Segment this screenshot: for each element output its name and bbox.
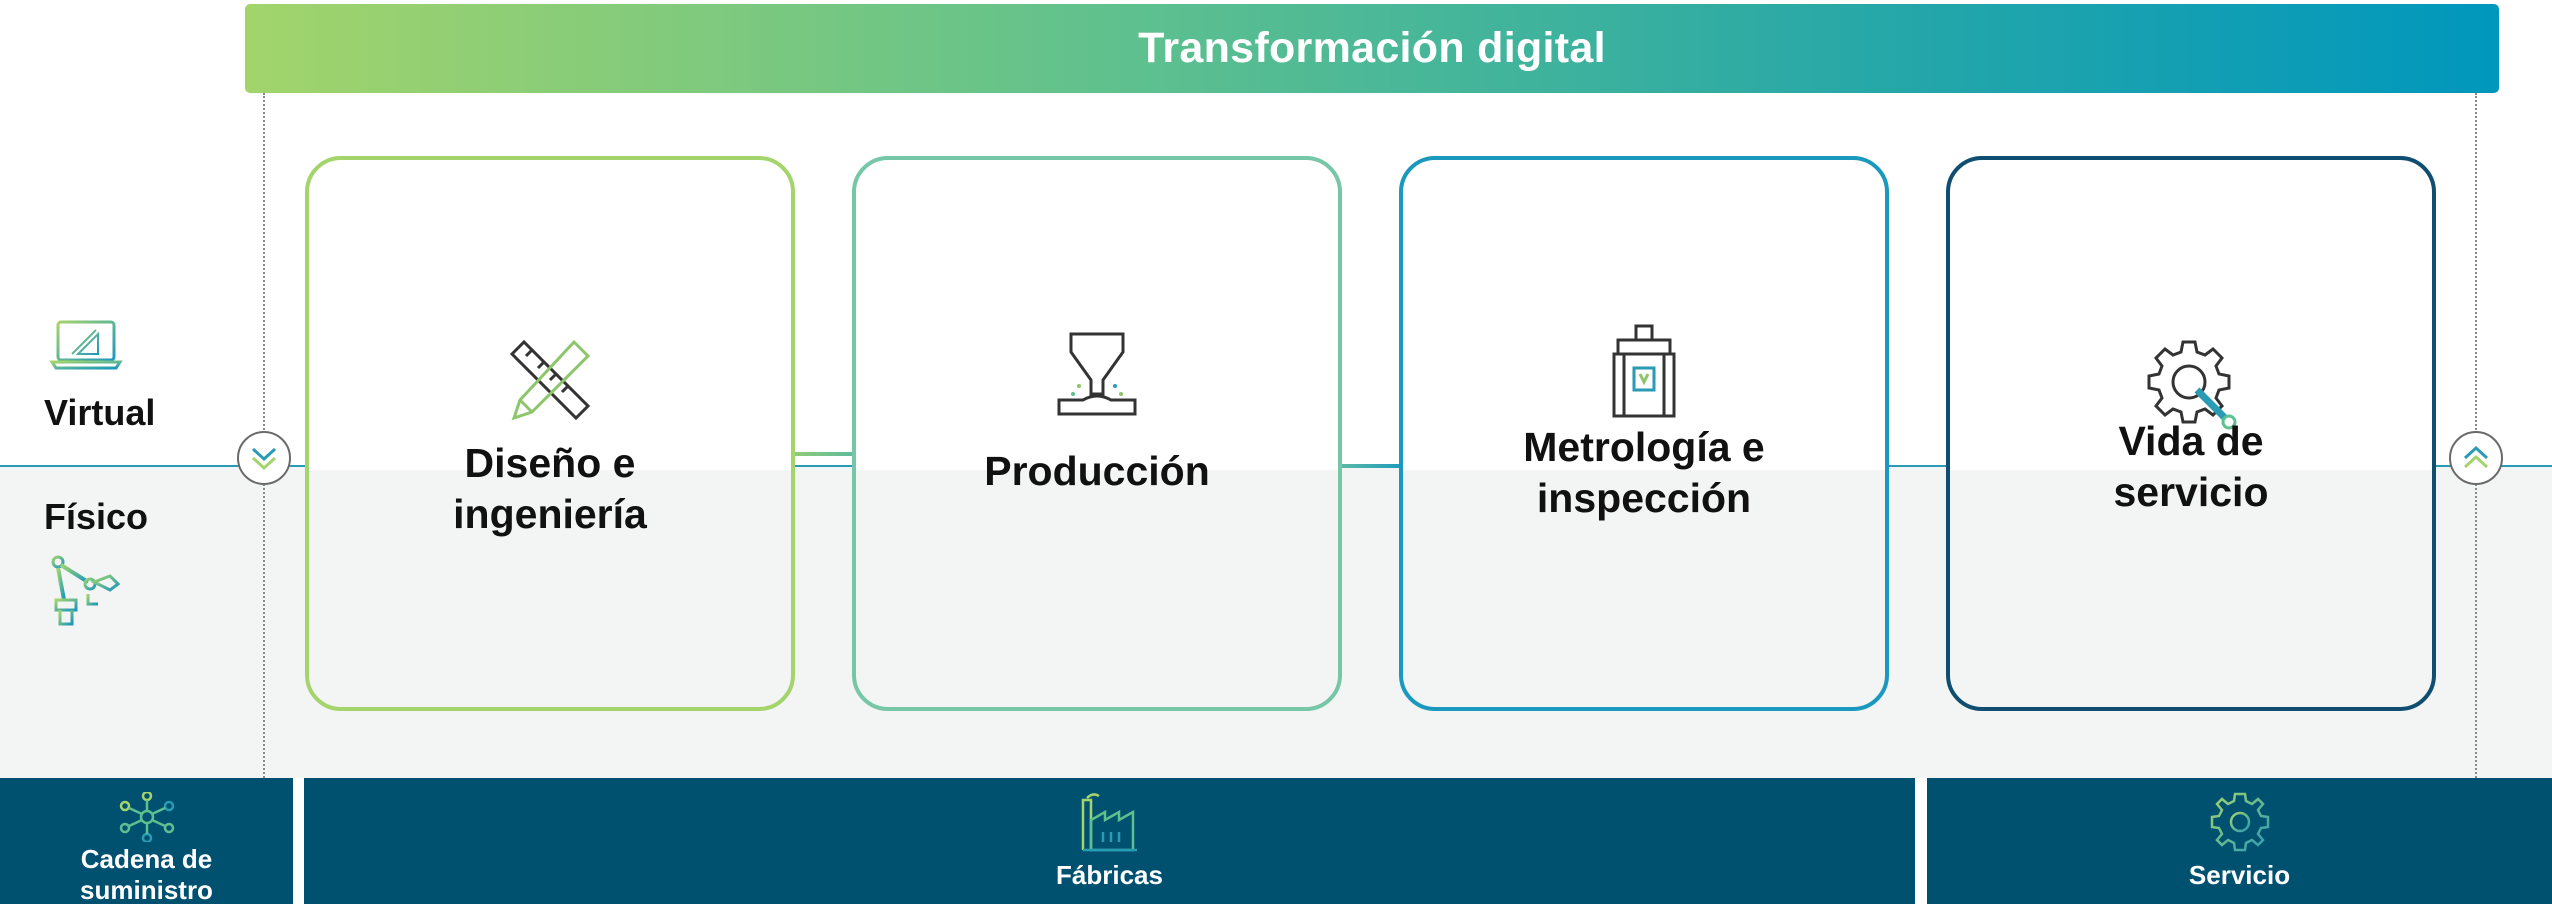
footer-service[interactable]: Servicio bbox=[1927, 778, 2552, 904]
gear-wrench-icon bbox=[2143, 336, 2239, 432]
network-nodes-icon bbox=[117, 790, 177, 847]
double-chevron-up-icon bbox=[2463, 445, 2489, 469]
banner-title: Transformación digital bbox=[1138, 24, 1606, 72]
extruder-nozzle-icon bbox=[1049, 328, 1145, 424]
connector-design-production bbox=[795, 452, 855, 456]
scroll-up-button[interactable] bbox=[2449, 431, 2503, 485]
stage-title: Vida de servicio bbox=[2113, 418, 2269, 515]
stage-title: Metrología e inspección bbox=[1523, 424, 1765, 521]
stage-title: Diseño e ingeniería bbox=[453, 440, 647, 537]
connector-production-metrology bbox=[1341, 464, 1401, 468]
factory-icon bbox=[1079, 792, 1141, 857]
gear-icon bbox=[2210, 792, 2270, 857]
double-chevron-down-icon bbox=[251, 447, 277, 471]
stage-title: Producción bbox=[984, 448, 1210, 494]
stage-card-production[interactable]: Producción bbox=[852, 156, 1342, 711]
robot-arm-icon bbox=[48, 554, 124, 630]
footer-factories[interactable]: Fábricas bbox=[304, 778, 1915, 904]
scroll-down-button[interactable] bbox=[237, 431, 291, 485]
physical-label: Físico bbox=[44, 496, 149, 537]
measuring-press-icon bbox=[1596, 324, 1692, 420]
footer-supply-chain[interactable]: Cadena de suministro bbox=[0, 778, 293, 904]
laptop-design-icon bbox=[48, 318, 124, 374]
footer-label: Cadena de suministro bbox=[80, 844, 213, 904]
banner: Transformación digital bbox=[245, 4, 2499, 93]
virtual-label: Virtual bbox=[44, 392, 156, 433]
footer-label: Fábricas bbox=[1056, 860, 1163, 890]
ruler-pencil-icon bbox=[502, 332, 598, 428]
stage-card-metrology[interactable]: Metrología e inspección bbox=[1399, 156, 1889, 711]
stage-card-service-life[interactable]: Vida de servicio bbox=[1946, 156, 2436, 711]
footer-label: Servicio bbox=[2188, 860, 2291, 890]
stage-card-design[interactable]: Diseño e ingeniería bbox=[305, 156, 795, 711]
